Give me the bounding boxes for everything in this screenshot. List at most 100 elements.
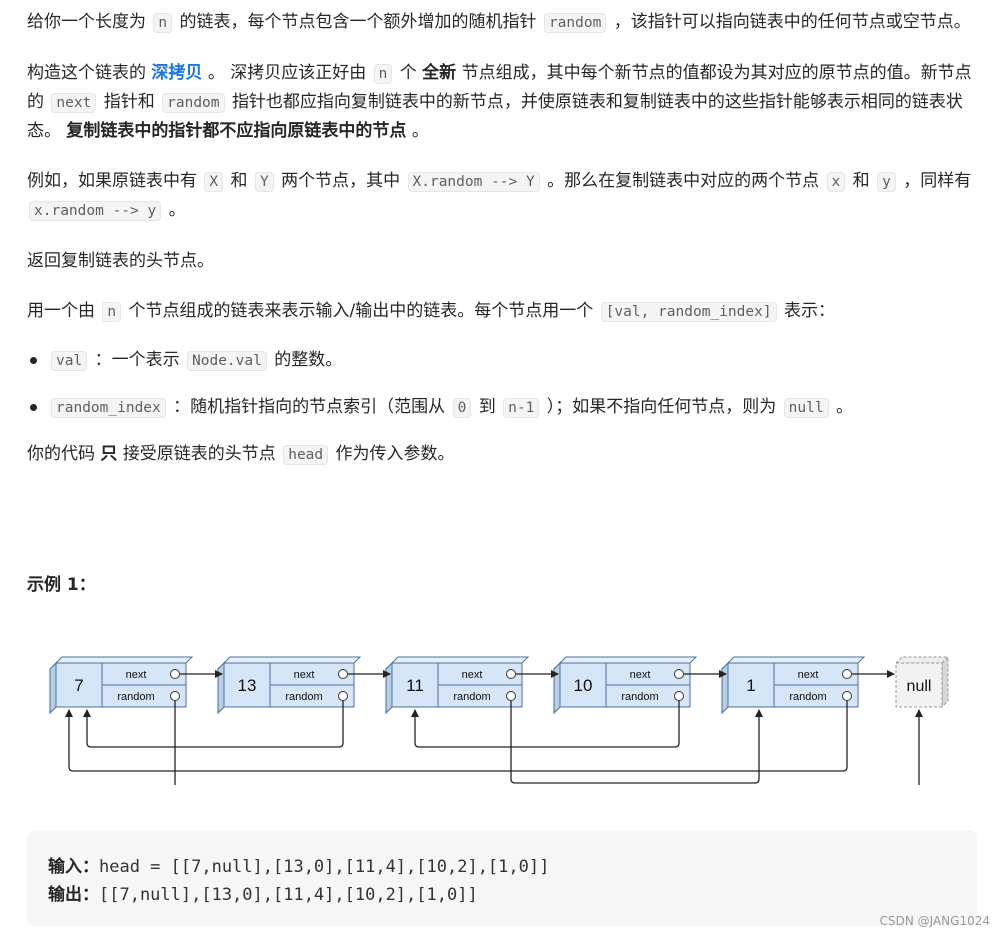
example-code-block: 输入：head = [[7,null],[13,0],[11,4],[10,2]…: [27, 830, 977, 926]
text: 的链表，每个节点包含一个额外增加的随机指针: [179, 12, 537, 32]
text: 两个节点，其中: [281, 171, 401, 191]
text: 和: [230, 171, 248, 191]
text: 接受原链表的头节点: [122, 444, 276, 464]
random-arrow: [510, 701, 763, 784]
random-label: random: [621, 691, 658, 703]
inline-code: X.random --> Y: [407, 172, 540, 192]
linked-list-diagram: 7nextrandom13nextrandom11nextrandom10nex…: [49, 655, 950, 785]
list-node: 10 next random: [553, 656, 698, 715]
next-pointer-dot: [842, 669, 852, 679]
input-value: head = [[7,null],[13,0],[11,4],[10,2],[1…: [99, 857, 550, 877]
null-label: null: [907, 678, 932, 695]
inline-code: n-1: [503, 398, 540, 418]
problem-description: 给你一个长度为 n 的链表，每个节点包含一个额外增加的随机指针 random ，…: [27, 8, 972, 469]
random-label: random: [117, 691, 154, 703]
text: 个节点组成的链表来表示输入/输出中的链表。每个节点用一个: [128, 301, 594, 321]
next-pointer-dot: [674, 669, 684, 679]
next-label: next: [798, 669, 819, 681]
paragraph-input-note: 你的代码 只 接受原链表的头节点 head 作为传入参数。: [27, 440, 972, 469]
example-title: 示例 1：: [27, 575, 96, 595]
text: ）；如果不指向任何节点，则为: [546, 397, 777, 417]
inline-code: head: [283, 445, 329, 465]
next-label: next: [630, 669, 651, 681]
next-label: next: [462, 669, 483, 681]
watermark: CSDN @JANG1024: [879, 914, 990, 928]
list-node: 11 next random: [385, 656, 530, 715]
random-arrow: [174, 701, 923, 785]
inline-code: random_index: [51, 398, 166, 418]
inline-code: 0: [452, 398, 472, 418]
node-value: 11: [406, 676, 424, 695]
inline-code: x.random --> y: [29, 201, 162, 221]
text: 你的代码: [27, 444, 95, 464]
text: 例如，如果原链表中有: [27, 171, 197, 191]
list-item: random_index ：随机指针指向的节点索引（范围从 0 到 n-1 ）；…: [27, 393, 972, 422]
text: ，该指针可以指向链表中的任何节点或空节点。: [613, 12, 971, 32]
random-arrow: [83, 701, 344, 748]
random-label: random: [285, 691, 322, 703]
inline-code: n: [373, 64, 393, 84]
bullet-icon: [30, 357, 37, 364]
inline-code: x: [826, 172, 846, 192]
output-line: 输出：[[7,null],[13,0],[11,4],[10,2],[1,0]]: [48, 880, 478, 905]
input-line: 输入：head = [[7,null],[13,0],[11,4],[10,2]…: [48, 852, 549, 877]
bold-text: 复制链表中的指针都不应指向原链表中的节点: [66, 121, 407, 141]
random-arrow: [65, 701, 848, 772]
node-value: 13: [238, 676, 257, 695]
field-list: val ：一个表示 Node.val 的整数。 random_index ：随机…: [27, 346, 972, 422]
random-label: random: [789, 691, 826, 703]
text: ：随机指针指向的节点索引（范围从: [173, 397, 446, 417]
bullet-icon: [30, 404, 37, 411]
text: 。: [168, 200, 186, 220]
bold-text: 只: [100, 444, 118, 464]
text: 。: [411, 121, 429, 141]
next-label: next: [126, 669, 147, 681]
random-pointer-dot: [506, 691, 516, 701]
input-label: 输入：: [48, 857, 99, 877]
output-value: [[7,null],[13,0],[11,4],[10,2],[1,0]]: [99, 885, 478, 905]
text: 和: [852, 171, 870, 191]
inline-code: [val, random_index]: [600, 302, 777, 322]
paragraph-intro: 给你一个长度为 n 的链表，每个节点包含一个额外增加的随机指针 random ，…: [27, 8, 972, 37]
text: 指针和: [103, 92, 155, 112]
deep-copy-link[interactable]: 深拷贝: [151, 63, 203, 83]
inline-code: y: [877, 172, 896, 192]
text: 。 深拷贝应该正好由: [207, 63, 367, 83]
text: 构造这个链表的: [27, 63, 146, 83]
inline-code: X: [204, 172, 224, 192]
text: 。那么在复制链表中对应的两个节点: [547, 171, 820, 191]
inline-code: random: [543, 13, 607, 33]
text: 作为传入参数。: [335, 444, 455, 464]
text: 表示：: [783, 301, 835, 321]
text: 节点组成，其中每个新节点的值都设为其对应的原节点的值。新节点的: [27, 63, 972, 112]
text: ，同样有: [903, 171, 972, 191]
inline-code: n: [102, 302, 122, 322]
next-pointer-dot: [170, 669, 180, 679]
text: ：一个表示: [94, 350, 180, 370]
random-pointer-dot: [842, 691, 852, 701]
next-label: next: [294, 669, 315, 681]
next-pointer-dot: [338, 669, 348, 679]
inline-code: val: [51, 351, 88, 371]
null-node: null: [894, 655, 950, 709]
random-pointer-dot: [170, 691, 180, 701]
text: 用一个由: [27, 301, 95, 321]
paragraph-representation: 用一个由 n 个节点组成的链表来表示输入/输出中的链表。每个节点用一个 [val…: [27, 297, 972, 326]
next-pointer-dot: [506, 669, 516, 679]
inline-code: Y: [254, 172, 274, 192]
paragraph-deep-copy: 构造这个链表的 深拷贝 。 深拷贝应该正好由 n 个 全新 节点组成，其中每个新…: [27, 59, 972, 145]
random-pointer-dot: [338, 691, 348, 701]
output-label: 输出：: [48, 885, 99, 905]
paragraph-example-xy: 例如，如果原链表中有 X 和 Y 两个节点，其中 X.random --> Y …: [27, 167, 972, 225]
random-pointer-dot: [674, 691, 684, 701]
random-label: random: [453, 691, 490, 703]
text: 个: [399, 63, 417, 83]
bold-text: 全新: [422, 63, 457, 83]
inline-code: n: [153, 13, 173, 33]
text: 到: [478, 397, 496, 417]
node-value: 10: [574, 676, 593, 695]
node-value: 1: [746, 676, 755, 695]
text: 给你一个长度为: [27, 12, 146, 32]
random-arrow: [411, 701, 680, 748]
